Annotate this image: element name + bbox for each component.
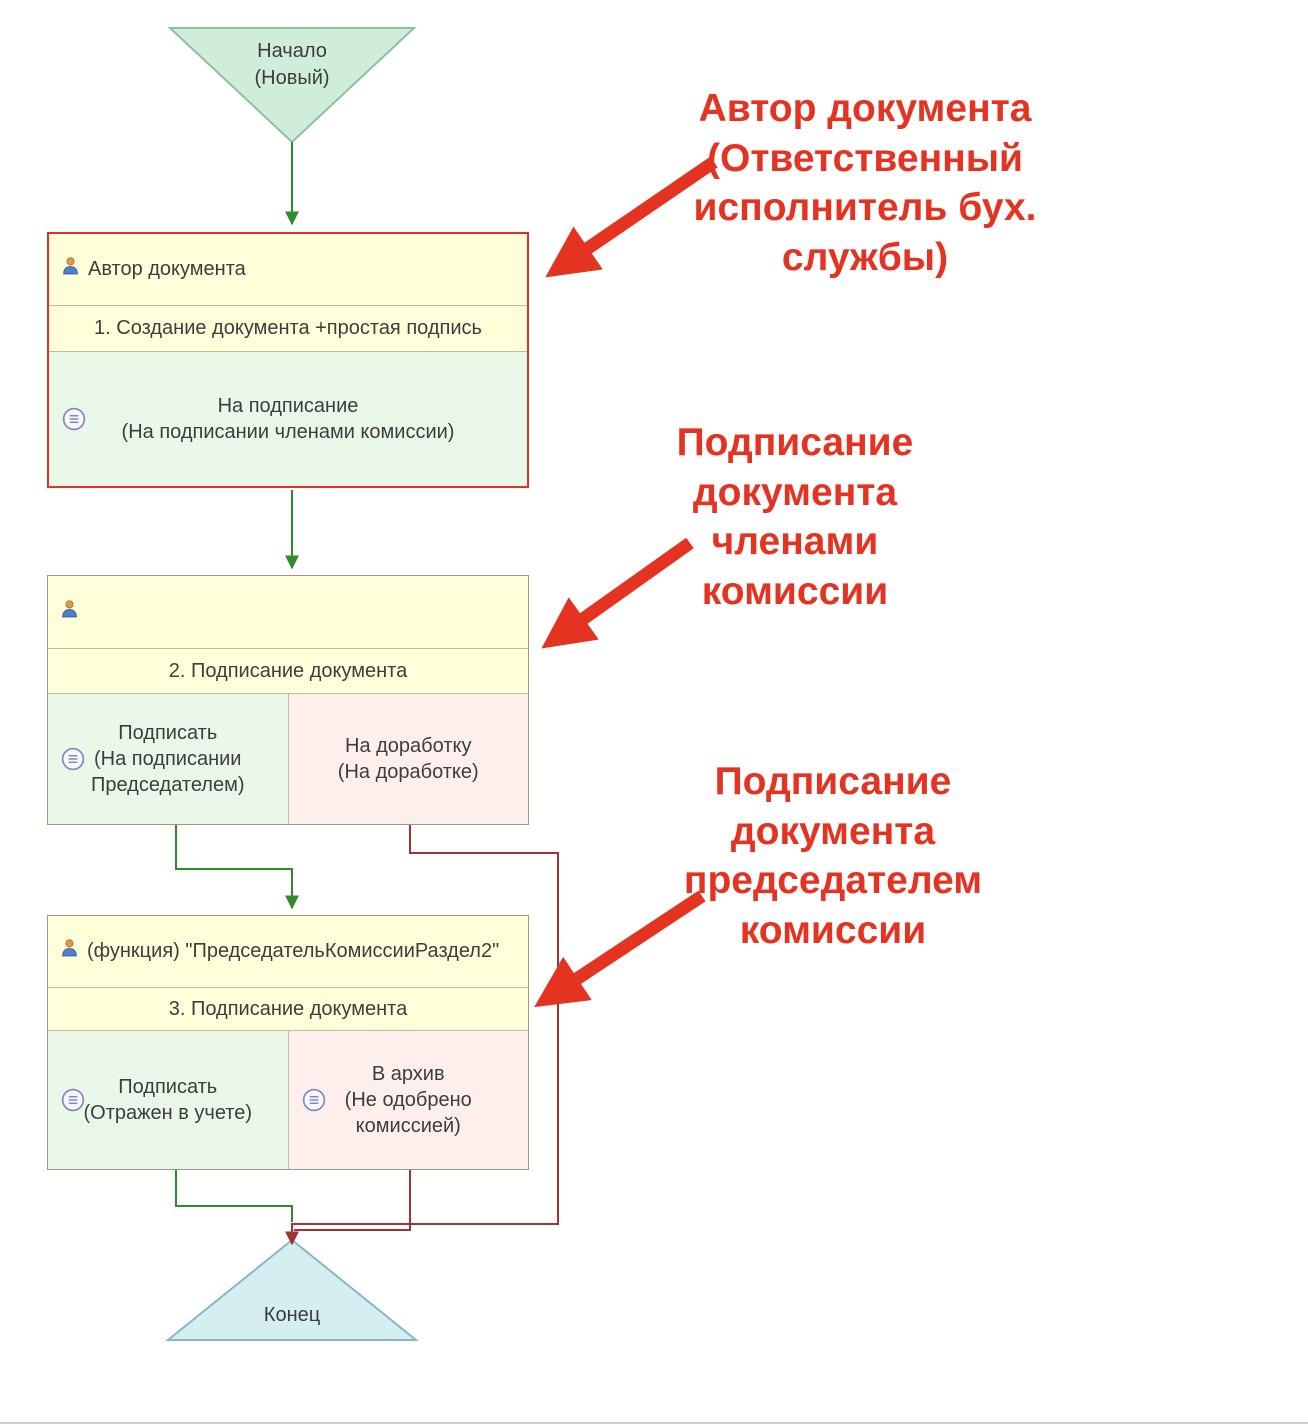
- end-node-label: Конец: [222, 1302, 362, 1329]
- block-header-row: (функция) "ПредседательКомиссииРаздел2": [48, 916, 528, 988]
- block-action-row[interactable]: 1. Создание документа +простая подпись: [49, 306, 527, 352]
- flow-connector-archive-to-end: [294, 1170, 411, 1231]
- result-cell[interactable]: На подписание (На подписании членами ком…: [49, 352, 527, 486]
- result-action-label: В архив: [371, 1063, 445, 1085]
- block-role-label: (функция) "ПредседательКомиссииРаздел2": [87, 940, 500, 962]
- block-header-row: Автор документа: [49, 234, 527, 306]
- result-state-label: (На подписании Председателем): [91, 748, 245, 796]
- result-action-label: На доработку: [345, 735, 472, 757]
- result-state-label: (Не одобрено комиссией): [344, 1089, 472, 1137]
- state-icon: [61, 1088, 85, 1112]
- flow-connector-block3-to-end: [175, 1170, 293, 1222]
- process-block-2-sign-document[interactable]: 2. Подписание документа Подписать (На по…: [47, 575, 529, 825]
- state-icon: [302, 1088, 326, 1112]
- block-action-row[interactable]: 2. Подписание документа: [48, 649, 528, 694]
- block-action-row[interactable]: 3. Подписание документа: [48, 988, 528, 1031]
- result-cell[interactable]: Подписать (На подписании Председателем): [48, 694, 288, 824]
- annotation-author: Автор документа (Ответственный исполните…: [693, 87, 1037, 279]
- block-header-row: [48, 576, 528, 649]
- process-block-1-create-document[interactable]: Автор документа 1. Создание документа +п…: [47, 232, 529, 488]
- block-action-label: 2. Подписание документа: [168, 659, 408, 682]
- start-node-label: Начало (Новый): [182, 38, 402, 92]
- person-icon: [61, 939, 78, 964]
- start-sublabel: (Новый): [254, 67, 330, 89]
- person-icon: [62, 257, 79, 282]
- annotation-sign-commission: Подписание документа членами комиссии: [676, 421, 914, 613]
- block-role-label: Автор документа: [88, 258, 246, 280]
- result-state-label: (На доработке): [337, 761, 479, 783]
- process-block-3-sign-chairman[interactable]: (функция) "ПредседательКомиссииРаздел2" …: [47, 915, 529, 1170]
- block-action-label: 1. Создание документа +простая подпись: [94, 317, 482, 339]
- block-action-label: 3. Подписание документа: [168, 997, 408, 1020]
- annotation-sign-chairman: Подписание документа председателем комис…: [683, 760, 983, 952]
- result-action-label: Подписать: [118, 1076, 218, 1098]
- block-results-row: Подписать (Отражен в учете) В архив (Не …: [48, 1031, 528, 1169]
- block-results-row: На подписание (На подписании членами ком…: [49, 352, 527, 486]
- block-results-row: Подписать (На подписании Председателем) …: [48, 694, 528, 824]
- state-icon: [62, 407, 86, 431]
- state-icon: [61, 747, 85, 771]
- flow-connector-block2-to-block3: [175, 825, 299, 910]
- result-cell[interactable]: В архив (Не одобрено комиссией): [287, 1031, 528, 1169]
- result-cell[interactable]: Подписать (Отражен в учете): [48, 1031, 288, 1169]
- start-label: Начало: [257, 40, 327, 62]
- result-action-label: На подписание: [217, 395, 359, 417]
- person-icon: [61, 599, 78, 625]
- result-action-label: Подписать: [118, 722, 218, 744]
- result-state-label: (Отражен в учете): [83, 1102, 252, 1124]
- end-label: Конец: [263, 1304, 321, 1326]
- result-state-label: (На подписании членами комиссии): [121, 421, 455, 443]
- result-cell[interactable]: На доработку (На доработке): [287, 694, 528, 824]
